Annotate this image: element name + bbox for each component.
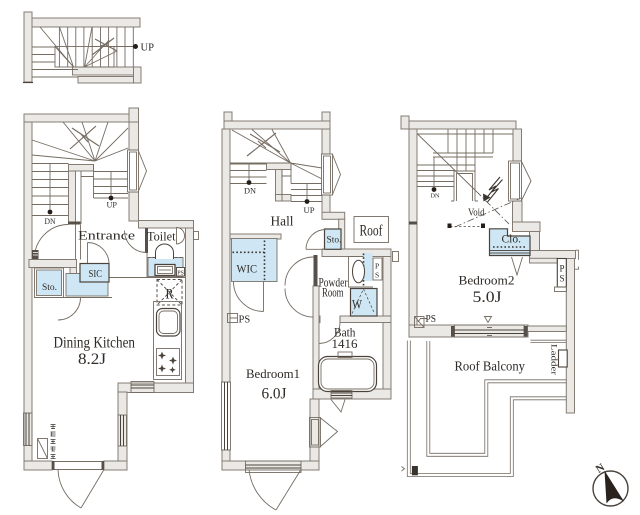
- svg-text:UP: UP: [304, 206, 316, 215]
- svg-text:1416: 1416: [332, 336, 359, 351]
- svg-text:Sto.: Sto.: [327, 236, 342, 246]
- svg-text:P: P: [375, 262, 379, 271]
- svg-text:Powder: Powder: [319, 275, 348, 290]
- svg-text:W: W: [352, 297, 363, 312]
- svg-text:R: R: [166, 287, 174, 303]
- svg-text:8.2J: 8.2J: [78, 351, 106, 368]
- svg-text:Void: Void: [468, 207, 485, 219]
- svg-text:PS: PS: [177, 270, 184, 276]
- svg-text:Bedroom2: Bedroom2: [459, 273, 515, 288]
- svg-text:Dining Kitchen: Dining Kitchen: [54, 335, 136, 352]
- svg-text:Roof Balcony: Roof Balcony: [455, 360, 526, 375]
- svg-text:UP: UP: [107, 201, 118, 210]
- svg-text:6.0J: 6.0J: [262, 386, 287, 403]
- svg-text:Hall: Hall: [271, 214, 294, 229]
- svg-text:PS: PS: [239, 315, 251, 326]
- svg-text:P: P: [560, 264, 565, 274]
- svg-text:DN: DN: [431, 193, 440, 200]
- svg-text:Ladder: Ladder: [550, 344, 560, 375]
- svg-text:Bath: Bath: [334, 325, 356, 340]
- svg-text:DN: DN: [244, 187, 256, 196]
- svg-text:5.0J: 5.0J: [473, 289, 502, 306]
- svg-text:Bedroom1: Bedroom1: [246, 366, 300, 381]
- svg-text:Roof: Roof: [360, 223, 384, 240]
- svg-text:DN: DN: [45, 217, 56, 226]
- svg-text:Clo.: Clo.: [502, 232, 522, 246]
- svg-text:Room: Room: [322, 285, 344, 300]
- svg-text:Toilet: Toilet: [147, 230, 176, 244]
- svg-text:WIC: WIC: [237, 264, 258, 276]
- svg-text:SIC: SIC: [89, 269, 103, 280]
- svg-text:S: S: [375, 271, 379, 280]
- svg-text:PS: PS: [426, 314, 437, 325]
- svg-text:S: S: [560, 274, 565, 284]
- svg-text:Sto.: Sto.: [42, 283, 57, 293]
- svg-text:Entrance: Entrance: [78, 228, 135, 243]
- svg-text:UP: UP: [141, 42, 155, 54]
